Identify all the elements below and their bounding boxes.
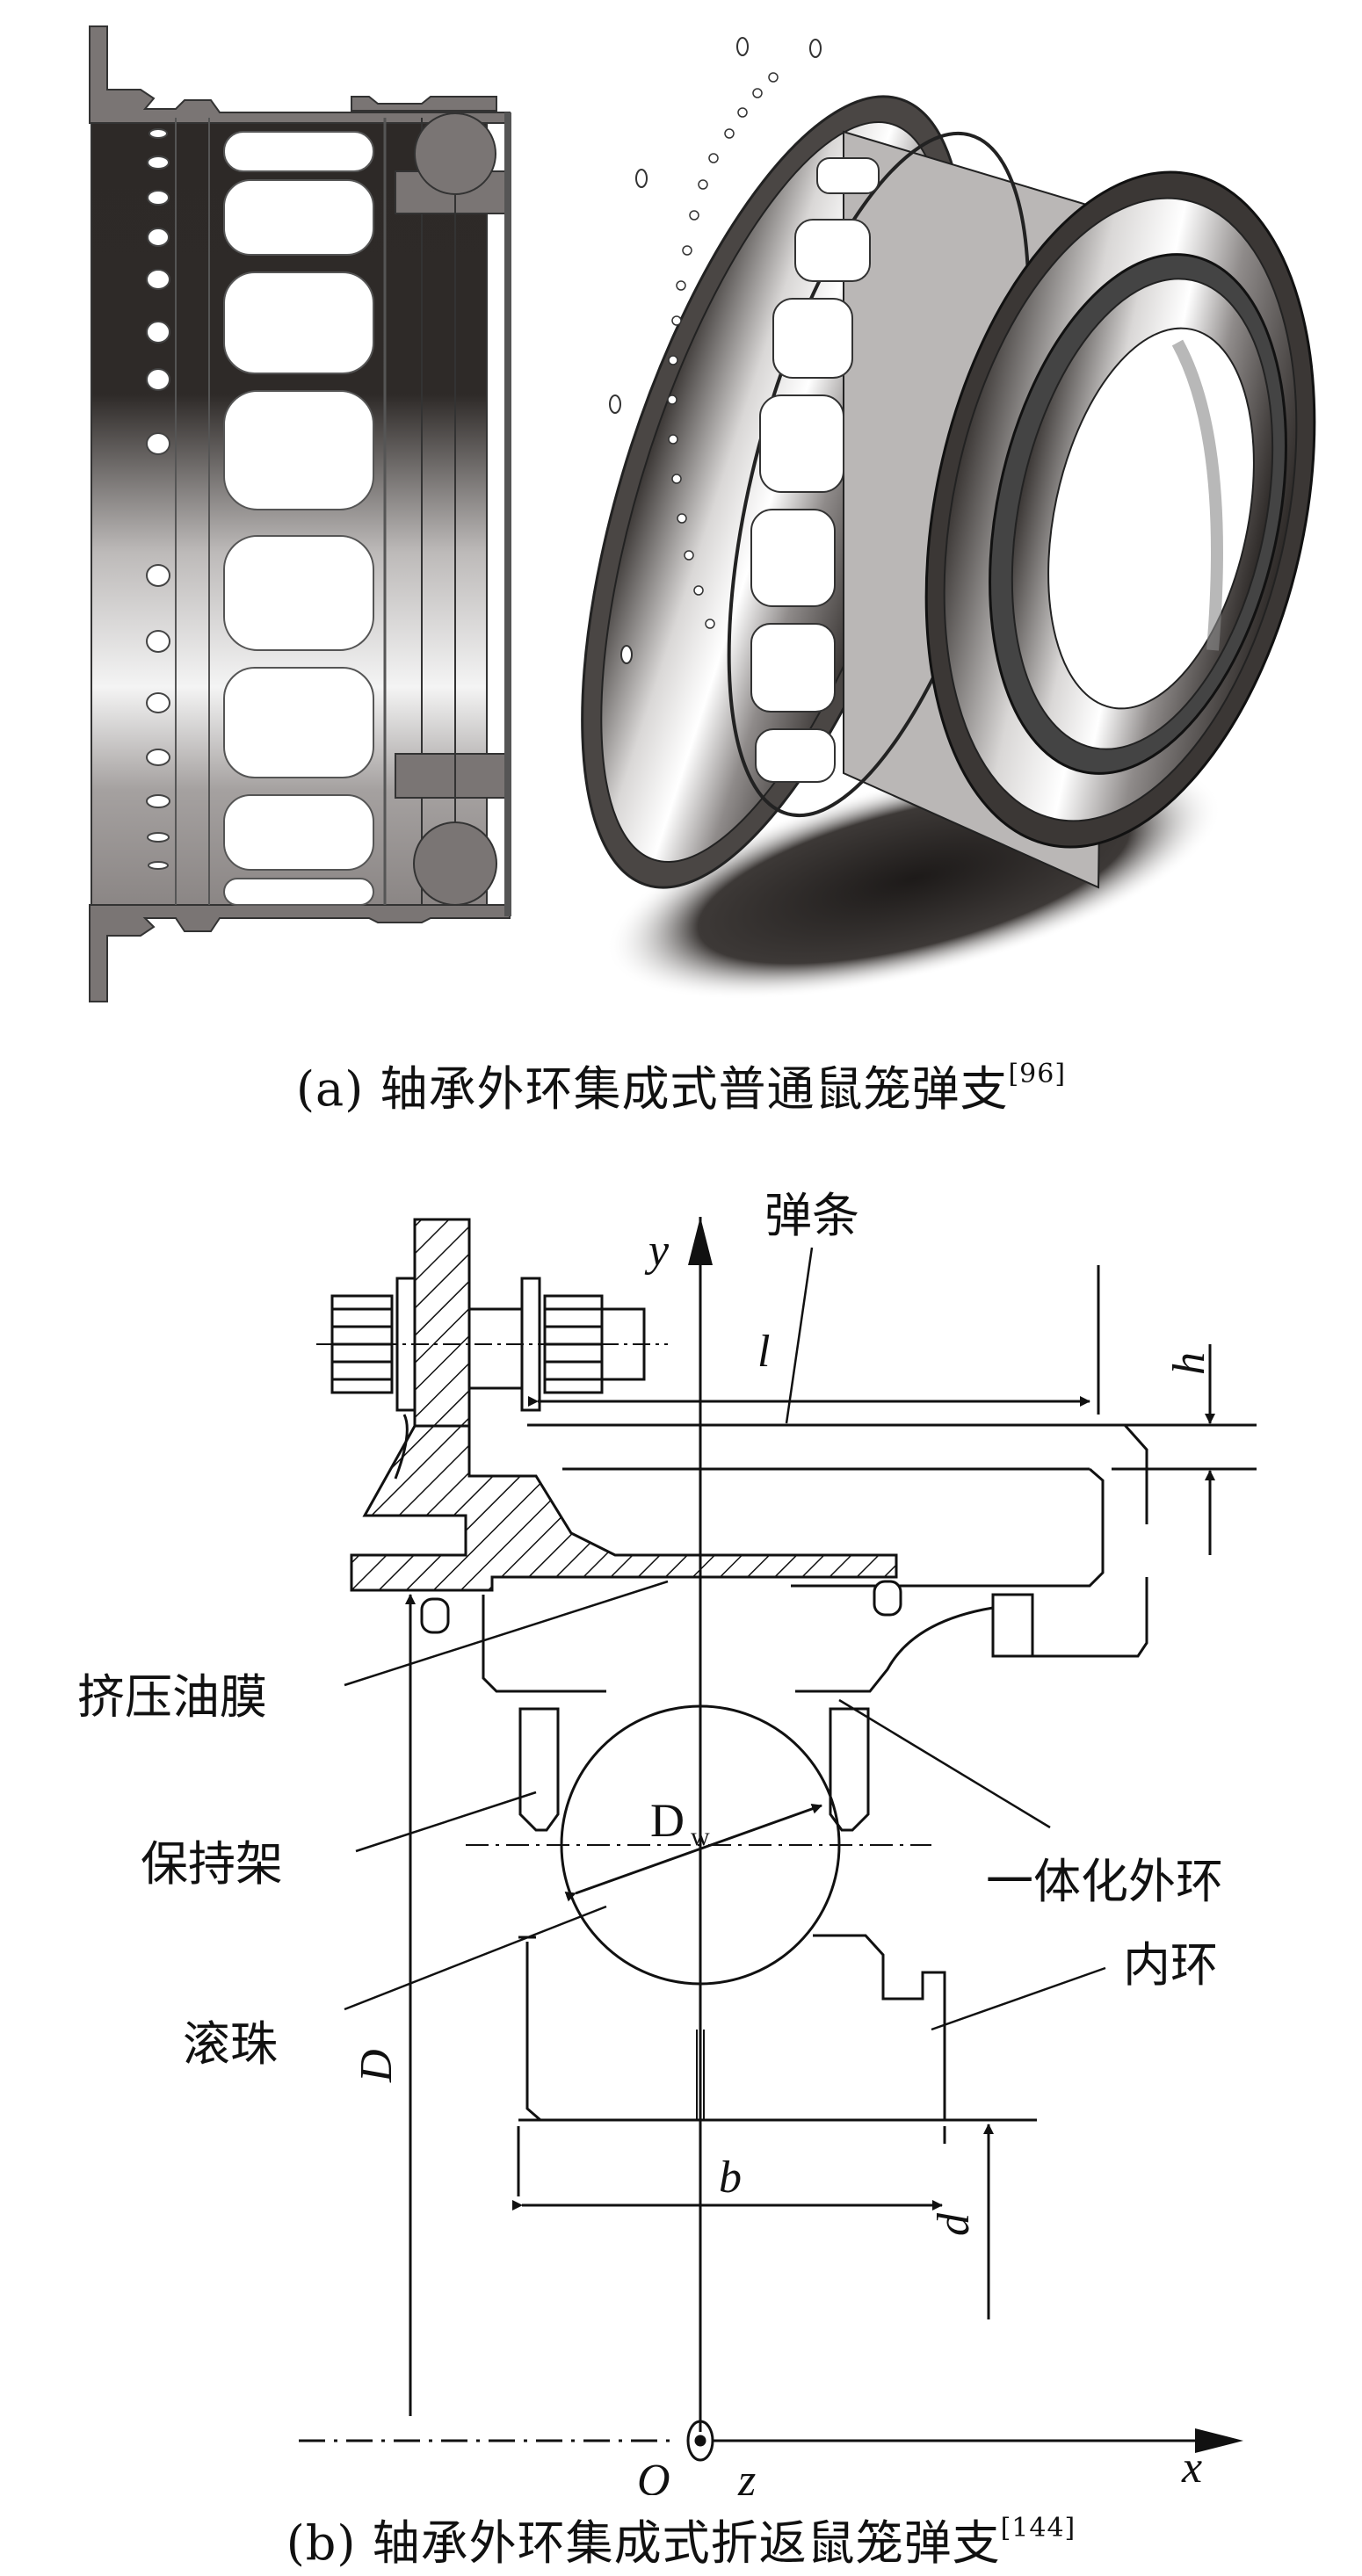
- symbol-dw-sub: w: [691, 1822, 710, 1851]
- schematic-lines: [299, 1217, 1257, 2462]
- bolt-assembly: [316, 1277, 668, 1412]
- cage-left: [518, 1707, 560, 1832]
- label-cage: 保持架: [141, 1836, 283, 1892]
- label-spring-bar: 弹条: [764, 1188, 859, 1243]
- leader-outer-ring: [838, 1698, 1051, 1829]
- symbol-D: D: [351, 2049, 402, 2083]
- ball-bottom: [413, 821, 497, 906]
- caption-b-ref: [144]: [1000, 2513, 1076, 2543]
- symbol-l: l: [757, 1327, 770, 1377]
- leader-squeeze-film: [344, 1580, 669, 1687]
- leader-cage: [355, 1791, 537, 1853]
- y-axis-arrowhead: [688, 1217, 713, 1265]
- integrated-outer-ring-right: [795, 1606, 994, 1693]
- label-squeeze-film: 挤压油膜: [77, 1669, 267, 1725]
- caption-b-text: 轴承外环集成式折返鼠笼弹支: [372, 2515, 1001, 2571]
- symbol-d: d: [929, 2212, 979, 2236]
- symbol-x: x: [1181, 2442, 1202, 2493]
- label-ball: 滚珠: [183, 2016, 278, 2072]
- symbol-origin: O: [637, 2456, 670, 2495]
- symbol-b: b: [719, 2153, 742, 2203]
- ball-diameter-dimension: [564, 1804, 822, 1902]
- symbol-y: y: [644, 1226, 670, 1276]
- cross-section-view: [89, 25, 511, 1002]
- integrated-outer-ring-left: [482, 1595, 606, 1693]
- panel-b-schematic: 弹条 挤压油膜 保持架 滚珠 一体化外环 内环 y l h D w D b d …: [0, 1133, 1362, 2495]
- panel-a-svg: [89, 25, 1316, 1002]
- symbol-h: h: [1164, 1352, 1214, 1375]
- leader-spring-bar: [785, 1247, 814, 1424]
- squeeze-film-damper-housing: [350, 1424, 898, 1592]
- cage-right: [829, 1707, 870, 1832]
- oil-holes-column: [146, 128, 170, 870]
- inner-ring-right: [813, 1934, 946, 2120]
- caption-a-ref: [96]: [1008, 1059, 1067, 1089]
- panel-a-renderings: [0, 0, 1362, 1037]
- caption-b-prefix: (b): [286, 2515, 373, 2571]
- label-inner-ring: 内环: [1123, 1937, 1218, 1993]
- flange-plate: [413, 1218, 471, 1428]
- x-axis-arrowhead: [1195, 2428, 1243, 2453]
- ball-top: [414, 112, 496, 195]
- bottom-flange-section: [89, 904, 511, 1002]
- symbol-z: z: [737, 2456, 756, 2495]
- cage-windows: [223, 131, 374, 906]
- render-cage-windows: [750, 157, 880, 783]
- caption-a-text: 轴承外环集成式普通鼠笼弹支: [380, 1061, 1009, 1117]
- symbol-dw-main: D: [650, 1794, 685, 1847]
- leader-inner-ring: [931, 1966, 1106, 2031]
- inner-ring-left: [518, 1936, 993, 2122]
- caption-b: (b) 轴承外环集成式折返鼠笼弹支[144]: [0, 2504, 1362, 2573]
- label-integrated-outer-ring: 一体化外环: [986, 1854, 1223, 1909]
- panel-b-svg: 弹条 挤压油膜 保持架 滚珠 一体化外环 内环 y l h D w D b d …: [77, 1188, 1257, 2495]
- z-axis-origin-marker: [686, 2420, 714, 2462]
- caption-a-prefix: (a): [295, 1061, 380, 1117]
- isometric-render: [581, 37, 1316, 1000]
- leader-ball: [344, 1905, 607, 2011]
- caption-a: (a) 轴承外环集成式普通鼠笼弹支[96]: [0, 1050, 1362, 1119]
